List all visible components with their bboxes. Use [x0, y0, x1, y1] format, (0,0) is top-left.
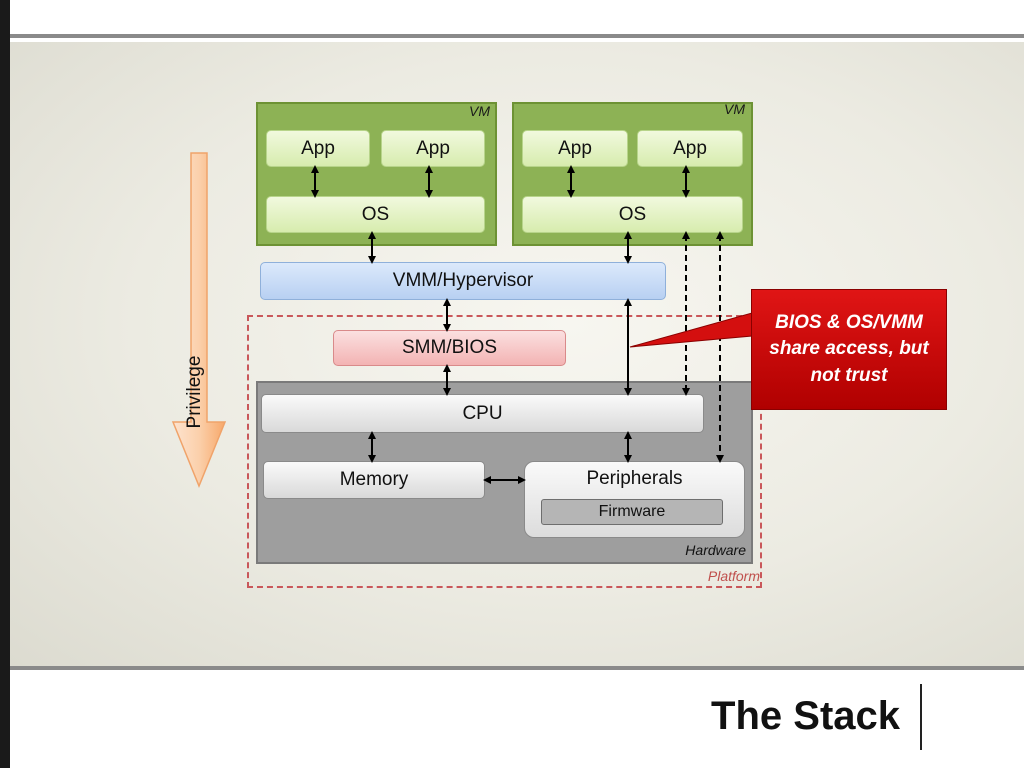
privilege-arrow-icon — [171, 152, 227, 488]
vm2-app-1: App — [522, 130, 628, 167]
vm-label-1: VM — [469, 103, 490, 119]
left-edge-bar — [0, 0, 10, 768]
callout-box: BIOS & OS/VMM share access, but not trus… — [751, 289, 947, 410]
vm2-os: OS — [522, 196, 743, 233]
title-divider — [920, 684, 922, 750]
hardware-label: Hardware — [685, 542, 746, 558]
title-band — [10, 666, 1024, 768]
callout-pointer — [629, 312, 753, 348]
peripherals-label: Peripherals — [586, 468, 683, 489]
memory-box: Memory — [263, 461, 485, 499]
firmware-box: Firmware — [541, 499, 723, 525]
vm-label-2: VM — [724, 101, 745, 117]
smm-bios-box: SMM/BIOS — [333, 330, 566, 366]
vmm-hypervisor-box: VMM/Hypervisor — [260, 262, 666, 300]
platform-label: Platform — [707, 568, 760, 584]
platform-boundary — [247, 315, 762, 588]
vm1-app-2: App — [381, 130, 485, 167]
top-band — [10, 0, 1024, 38]
cpu-box: CPU — [261, 394, 704, 433]
slide-title: The Stack — [711, 694, 900, 738]
vm2-app-2: App — [637, 130, 743, 167]
